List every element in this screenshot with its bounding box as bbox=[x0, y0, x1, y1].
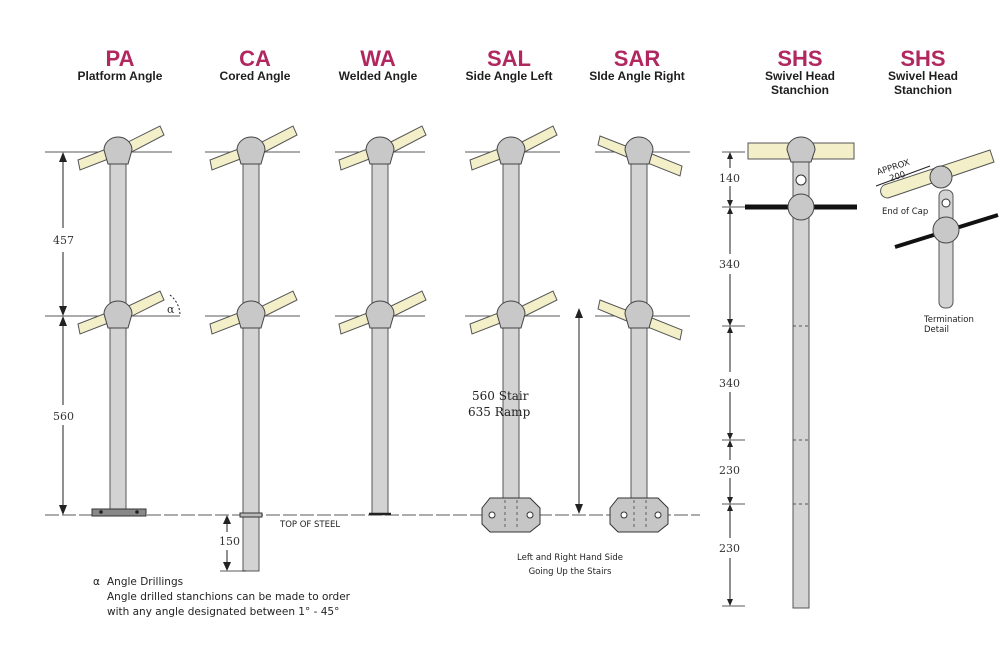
pa-mid-knuckle bbox=[103, 300, 133, 329]
heading-shs-detail: SHS Swivel Head Stanchion bbox=[888, 46, 958, 97]
pa-angle-arc bbox=[169, 294, 181, 317]
approx-value: 200 bbox=[888, 170, 907, 185]
ca-collar bbox=[239, 512, 263, 518]
name-wa: Welded Angle bbox=[339, 69, 418, 83]
ca-dim-embed: 150 bbox=[219, 535, 240, 548]
footnote-line2: with any angle designated between 1° - 4… bbox=[107, 606, 339, 618]
stanchion-wa bbox=[338, 125, 427, 516]
sar-side-plate bbox=[609, 497, 669, 533]
stanchion-sar bbox=[597, 135, 683, 533]
heading-ca: CA Cored Angle bbox=[220, 46, 291, 83]
ca-dim-arrow-2 bbox=[223, 562, 231, 571]
code-shs: SHS bbox=[777, 46, 822, 71]
pa-dim-lower: 560 bbox=[53, 410, 74, 423]
stair-dimension: 560 Stair bbox=[472, 389, 529, 403]
shs-top-knuckle bbox=[786, 136, 816, 163]
footnote-title: Angle Drillings bbox=[107, 576, 183, 588]
name-shs-detail-line1: Swivel Head bbox=[888, 69, 958, 83]
ramp-dimension: 635 Ramp bbox=[468, 405, 531, 419]
pa-dim-arrow-4 bbox=[59, 505, 67, 515]
sal-side-plate bbox=[481, 497, 541, 533]
code-shs-detail: SHS bbox=[900, 46, 945, 71]
termination-label-line2: Detail bbox=[924, 325, 949, 335]
heading-sal: SAL Side Angle Left bbox=[466, 46, 553, 83]
name-sal: Side Angle Left bbox=[466, 69, 553, 83]
heading-pa: PA Platform Angle bbox=[78, 46, 163, 83]
name-shs-line2: Stanchion bbox=[771, 83, 829, 97]
detail-post bbox=[938, 189, 954, 309]
shs-dim-5: 230 bbox=[719, 542, 740, 555]
stanchion-pa: α 457 560 bbox=[53, 125, 181, 517]
pa-dim-arrow-2 bbox=[59, 306, 67, 316]
code-pa: PA bbox=[106, 46, 135, 71]
wa-top-knuckle bbox=[365, 136, 395, 165]
wa-post bbox=[371, 144, 389, 515]
stanchion-ca: 150 TOP OF STEEL bbox=[209, 125, 340, 572]
footnote: α Angle Drillings Angle drilled stanchio… bbox=[93, 576, 351, 618]
detail-top-knuckle bbox=[929, 165, 953, 189]
shs-dim-1: 140 bbox=[719, 172, 740, 185]
pa-base-plate bbox=[91, 508, 147, 517]
code-sar: SAR bbox=[614, 46, 661, 71]
code-sal: SAL bbox=[487, 46, 531, 71]
wa-mid-knuckle bbox=[365, 300, 395, 329]
shs-termination-detail: APPROX 200 End of Cap Termination Detail bbox=[876, 149, 999, 335]
end-of-cap-label: End of Cap bbox=[882, 207, 928, 217]
name-ca: Cored Angle bbox=[220, 69, 291, 83]
detail-lower-knuckle bbox=[932, 216, 960, 244]
pa-angle-symbol: α bbox=[167, 303, 175, 316]
side-note-line1: Left and Right Hand Side bbox=[517, 553, 623, 563]
sar-top-knuckle bbox=[624, 136, 654, 165]
heading-sar: SAR SIde Angle Right bbox=[589, 46, 685, 83]
heading-wa: WA Welded Angle bbox=[339, 46, 418, 83]
ca-mid-knuckle bbox=[236, 300, 266, 329]
code-wa: WA bbox=[360, 46, 396, 71]
name-shs-detail-line2: Stanchion bbox=[894, 83, 952, 97]
shs-mid-knuckle bbox=[787, 193, 815, 221]
sal-mid-knuckle bbox=[496, 300, 526, 329]
pa-top-knuckle bbox=[103, 136, 133, 165]
shs-dim-2: 340 bbox=[719, 258, 740, 271]
stanchion-sal: 560 Stair 635 Ramp Left and Right Hand S… bbox=[468, 125, 623, 577]
sar-mid-knuckle bbox=[624, 300, 654, 329]
pa-dim-arrow-3 bbox=[59, 316, 67, 326]
side-note-line2: Going Up the Stairs bbox=[529, 567, 612, 577]
footnote-line1: Angle drilled stanchions can be made to … bbox=[107, 591, 351, 603]
footnote-symbol: α bbox=[93, 576, 100, 588]
heading-shs: SHS Swivel Head Stanchion bbox=[765, 46, 835, 97]
top-of-steel-label: TOP OF STEEL bbox=[279, 520, 340, 530]
shs-dim-4: 230 bbox=[719, 464, 740, 477]
sal-top-knuckle bbox=[496, 136, 526, 165]
ca-top-knuckle bbox=[236, 136, 266, 165]
name-pa: Platform Angle bbox=[78, 69, 163, 83]
pa-dim-arrow-1 bbox=[59, 152, 67, 162]
ca-dim-arrow-1 bbox=[223, 515, 231, 524]
shs-dim-3: 340 bbox=[719, 377, 740, 390]
pa-dim-upper: 457 bbox=[53, 234, 74, 247]
termination-label-line1: Termination bbox=[923, 315, 974, 325]
ca-post bbox=[242, 144, 260, 572]
stanchion-shs: 140 340 340 230 230 bbox=[719, 136, 857, 609]
name-shs-line1: Swivel Head bbox=[765, 69, 835, 83]
code-ca: CA bbox=[239, 46, 271, 71]
name-sar: SIde Angle Right bbox=[589, 69, 685, 83]
